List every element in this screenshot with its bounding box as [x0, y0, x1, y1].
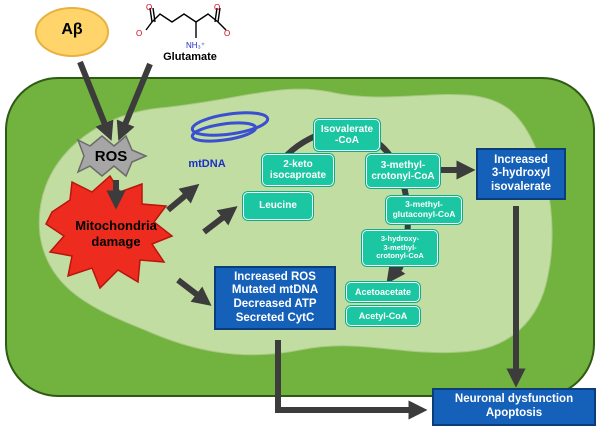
hydroxyisovalerate-box: Increased 3-hydroxyl isovalerate	[476, 148, 566, 200]
glutamate-label: Glutamate	[163, 51, 217, 63]
arrow-glutamate-ros	[116, 62, 153, 141]
methylglutaconyl-coa-box: 3-methyl-glutaconyl-CoA	[386, 196, 462, 224]
acetyl-coa-box: Acetyl-CoA	[346, 306, 420, 326]
pathway-cycle	[269, 126, 411, 271]
leucine-box: Leucine	[243, 192, 313, 220]
ros-star	[76, 134, 148, 178]
mtdna-ring-outer	[190, 111, 270, 137]
ros-label: ROS	[94, 148, 128, 165]
ros-effects-box: Increased ROS Mutated mtDNA Decreased AT…	[214, 266, 336, 330]
mtdna-ring-inner	[190, 121, 258, 143]
mtdna-label: mtDNA	[188, 158, 226, 170]
glutamate-oxygen-1: O	[146, 3, 152, 12]
abeta-node	[35, 7, 109, 57]
neuronal-dysfunction-box: Neuronal dysfunction Apoptosis	[432, 388, 596, 426]
mitochondria-damage-label: Mitochondria damage	[56, 218, 176, 251]
glutamate-amine: NH₃⁺	[186, 41, 205, 50]
arrow-mito-leucine	[202, 206, 238, 235]
arrow-mito-mtdna	[166, 183, 200, 213]
arrow-roseffects-neuronal	[275, 340, 428, 420]
hydroxymethylcrotonyl-coa-box: 3-hydroxy-3-methyl-crotonyl-CoA	[362, 230, 438, 266]
arrow-mito-roseffects	[176, 277, 212, 306]
methylcrotonyl-coa-box: 3-methyl-crotonyl-CoA	[366, 154, 440, 188]
glutamate-oxygen-right: O	[224, 29, 230, 38]
glutamate-oxygen-left: O	[136, 29, 142, 38]
arrow-abeta-ros	[77, 60, 114, 141]
acetoacetate-box: Acetoacetate	[346, 282, 420, 302]
glutamate-oxygen-2: O	[214, 3, 220, 12]
mitochondria-label-line2: damage	[91, 234, 141, 250]
isovalerate-coa-box: Isovalerate-CoA	[314, 119, 380, 151]
abeta-label: Aβ	[61, 21, 83, 38]
mitochondria-label-line1: Mitochondria	[75, 218, 157, 233]
mitochondria-damage-burst	[45, 174, 174, 290]
glutamate-structure-icon	[145, 7, 227, 38]
